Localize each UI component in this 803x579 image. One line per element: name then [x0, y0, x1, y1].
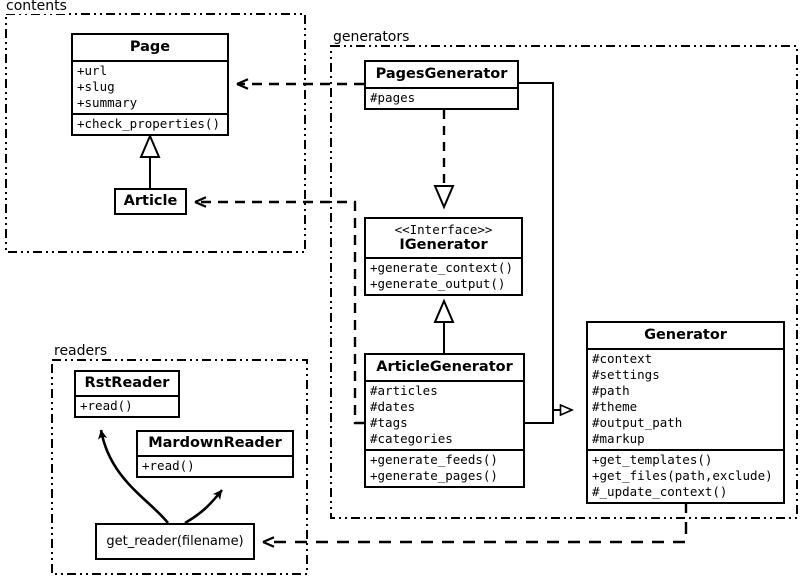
class-methods-mardown-reader: +read(): [138, 455, 292, 476]
package-label-generators: generators: [331, 29, 412, 45]
class-methods-rst-reader: +read(): [76, 395, 178, 416]
class-box-pages-generator[interactable]: PagesGenerator #pages: [364, 60, 519, 110]
class-methods-generator: +get_templates() +get_files(path,exclude…: [588, 449, 783, 502]
class-method: +read(): [80, 398, 133, 413]
class-attributes-article-generator: #articles #dates #tags #categories: [366, 380, 523, 449]
relationship-pagesgenerator-realizes-igenerator: [433, 110, 455, 210]
class-box-rst-reader[interactable]: RstReader +read(): [74, 370, 180, 418]
class-method: +generate_feeds(): [370, 452, 498, 467]
package-label-readers: readers: [52, 343, 110, 359]
relationship-articlegenerator-uses-article: [194, 196, 364, 425]
class-method: #_update_context(): [592, 484, 728, 499]
class-attribute: +summary: [77, 95, 138, 110]
class-name-page: Page: [129, 39, 171, 55]
class-attribute: #path: [592, 383, 630, 398]
relationship-pagesgenerator-inherits-generator: [519, 82, 572, 410]
class-header-igenerator: <<Interface>> IGenerator: [366, 219, 521, 257]
class-attribute: #settings: [592, 367, 660, 382]
relationship-generator-uses-get-reader: [262, 501, 688, 548]
class-stereotype-igenerator: <<Interface>>: [394, 222, 493, 237]
relationship-articlegenerator-inherits-generator: [525, 410, 554, 424]
class-attribute: +slug: [77, 79, 115, 94]
relationship-articlegenerator-realizes-igenerator: [433, 298, 455, 353]
class-box-article[interactable]: Article: [114, 188, 187, 215]
class-name-generator: Generator: [644, 327, 727, 343]
class-method: +generate_context(): [370, 260, 513, 275]
class-box-generator[interactable]: Generator #context #settings #path #them…: [586, 321, 785, 504]
class-attribute: #theme: [592, 399, 638, 414]
class-attributes-generator: #context #settings #path #theme #output_…: [588, 348, 783, 449]
class-box-article-generator[interactable]: ArticleGenerator #articles #dates #tags …: [364, 353, 525, 488]
class-method: +read(): [142, 458, 195, 473]
class-name-igenerator: IGenerator: [399, 237, 488, 253]
class-name-article-generator: ArticleGenerator: [376, 359, 513, 375]
class-attribute: #output_path: [592, 415, 683, 430]
class-attribute: #pages: [370, 90, 416, 105]
class-name-mardown-reader: MardownReader: [148, 435, 282, 451]
class-box-page[interactable]: Page +url +slug +summary +check_properti…: [71, 33, 229, 136]
class-name-pages-generator: PagesGenerator: [375, 66, 508, 82]
relationship-get-reader-creates-mardownreader: [184, 489, 224, 525]
package-label-contents: contents: [4, 0, 69, 14]
class-method: +get_files(path,exclude): [592, 468, 773, 483]
class-attribute: #tags: [370, 415, 408, 430]
class-method: +get_templates(): [592, 452, 713, 467]
class-attribute: #context: [592, 351, 653, 366]
class-attribute: #categories: [370, 431, 453, 446]
class-name-rst-reader: RstReader: [84, 375, 170, 391]
class-attributes-pages-generator: #pages: [366, 87, 517, 108]
class-methods-page: +check_properties(): [73, 113, 227, 134]
function-box-get-reader[interactable]: get_reader(filename): [95, 523, 255, 560]
function-box-label: get_reader(filename): [106, 534, 244, 549]
class-name-article: Article: [123, 193, 178, 209]
class-method: +generate_pages(): [370, 468, 498, 483]
class-attribute: #dates: [370, 399, 416, 414]
class-attribute: #markup: [592, 431, 645, 446]
class-attribute: #articles: [370, 383, 438, 398]
class-method: +check_properties(): [77, 116, 220, 131]
class-attribute: +url: [77, 63, 108, 78]
class-box-igenerator[interactable]: <<Interface>> IGenerator +generate_conte…: [364, 217, 523, 296]
class-box-mardown-reader[interactable]: MardownReader +read(): [136, 430, 294, 478]
class-methods-igenerator: +generate_context() +generate_output(): [366, 257, 521, 294]
class-method: +generate_output(): [370, 276, 506, 291]
relationship-article-inherits-page: [139, 133, 161, 188]
class-methods-article-generator: +generate_feeds() +generate_pages(): [366, 449, 523, 486]
class-attributes-page: +url +slug +summary: [73, 60, 227, 113]
